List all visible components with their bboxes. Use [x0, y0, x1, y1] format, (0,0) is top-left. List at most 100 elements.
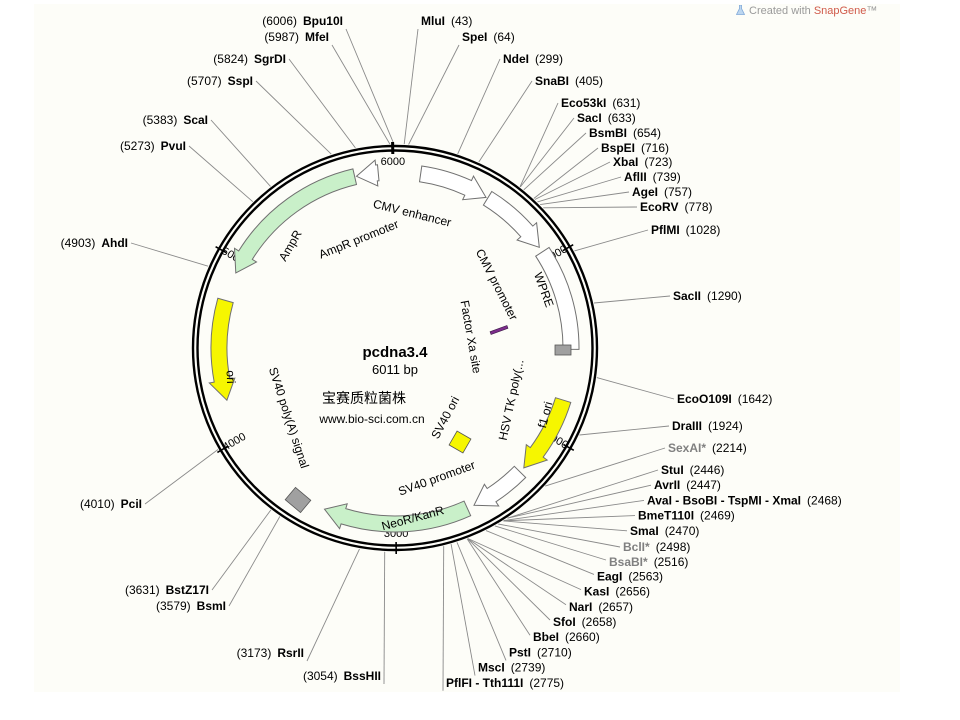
site-rsrii[interactable]: (3173)RsrII — [237, 646, 304, 660]
site-draiii[interactable]: DraIII(1924) — [672, 419, 743, 433]
site-bmet110i[interactable]: BmeT110I(2469) — [638, 509, 735, 523]
site-label[interactable]: (5707)SspI — [187, 74, 253, 88]
site-label[interactable]: (3054)BssHII — [303, 669, 381, 683]
site-saci[interactable]: SacI(633) — [577, 111, 636, 125]
feature-sv40-promoter[interactable] — [473, 465, 527, 507]
site-label[interactable]: (5383)ScaI — [143, 113, 208, 127]
site-pflmi[interactable]: PflMI(1028) — [651, 223, 720, 237]
site-label[interactable]: StuI(2446) — [661, 463, 724, 477]
site-mlui[interactable]: MluI(43) — [421, 14, 472, 28]
site-label[interactable]: SmaI(2470) — [630, 524, 699, 538]
feature-hsv-tk-poly[interactable] — [554, 344, 572, 356]
site-bstz17i[interactable]: (3631)BstZ17I — [125, 583, 209, 597]
site-stui[interactable]: StuI(2446) — [661, 463, 724, 477]
feature-cmv-promoter[interactable] — [482, 190, 540, 249]
site-label[interactable]: (5987)MfeI — [264, 30, 329, 44]
site-sgrdi[interactable]: (5824)SgrDI — [213, 52, 286, 66]
site-pflfi-tth111i[interactable]: PflFI - Tth111I(2775) — [446, 676, 564, 690]
site-sacii[interactable]: SacII(1290) — [673, 289, 742, 303]
site-label[interactable]: DraIII(1924) — [672, 419, 743, 433]
site-label[interactable]: SacII(1290) — [673, 289, 742, 303]
site-bsmi[interactable]: (3579)BsmI — [156, 599, 226, 613]
site-eagi[interactable]: EagI(2563) — [597, 569, 663, 583]
site-bcli[interactable]: BclI*(2498) — [623, 540, 690, 554]
site-sspi[interactable]: (5707)SspI — [187, 74, 253, 88]
site-bspei[interactable]: BspEI(716) — [601, 141, 669, 155]
site-label[interactable]: NarI(2657) — [569, 600, 633, 614]
feature-sv40-ori[interactable] — [448, 430, 472, 454]
site-ecoo109i[interactable]: EcoO109I(1642) — [677, 392, 772, 406]
site-eco53ki[interactable]: Eco53kI(631) — [561, 96, 640, 110]
site-bsshii[interactable]: (3054)BssHII — [303, 669, 381, 683]
feature-sv40-poly-a-signal[interactable] — [284, 486, 312, 514]
site-label[interactable]: EagI(2563) — [597, 569, 663, 583]
site-label[interactable]: SpeI(64) — [462, 30, 515, 44]
site-nari[interactable]: NarI(2657) — [569, 600, 633, 614]
site-pvui[interactable]: (5273)PvuI — [120, 139, 186, 153]
site-label[interactable]: BsaBI*(2516) — [609, 555, 688, 569]
site-label[interactable]: (3631)BstZ17I — [125, 583, 209, 597]
site-label[interactable]: SexAI*(2214) — [668, 441, 747, 455]
site-bbei[interactable]: BbeI(2660) — [533, 630, 600, 644]
feature-ampr-promoter[interactable] — [355, 159, 380, 187]
site-label[interactable]: (3173)RsrII — [237, 646, 304, 660]
site-label[interactable]: PflFI - Tth111I(2775) — [446, 676, 564, 690]
site-label[interactable]: XbaI(723) — [613, 155, 672, 169]
site-ahdi[interactable]: (4903)AhdI — [61, 236, 128, 250]
feature-f1-ori[interactable] — [523, 397, 572, 469]
site-label[interactable]: KasI(2656) — [584, 585, 650, 599]
site-label[interactable]: EcoRV(778) — [640, 200, 712, 214]
site-label[interactable]: MluI(43) — [421, 14, 472, 28]
site-label[interactable]: SacI(633) — [577, 111, 636, 125]
site-avrii[interactable]: AvrII(2447) — [654, 478, 721, 492]
site-sfoi[interactable]: SfoI(2658) — [553, 615, 616, 629]
site-label[interactable]: PflMI(1028) — [651, 223, 720, 237]
site-label[interactable]: PstI(2710) — [509, 645, 572, 659]
site-kasi[interactable]: KasI(2656) — [584, 585, 650, 599]
site-label[interactable]: BmeT110I(2469) — [638, 509, 735, 523]
site-label[interactable]: AflII(739) — [624, 170, 681, 184]
site-label[interactable]: SfoI(2658) — [553, 615, 616, 629]
site-mfei[interactable]: (5987)MfeI — [264, 30, 329, 44]
site-label[interactable]: (6006)Bpu10I — [262, 14, 343, 28]
feature-ampr[interactable] — [233, 168, 358, 274]
site-label[interactable]: (5824)SgrDI — [213, 52, 286, 66]
site-label[interactable]: EcoO109I(1642) — [677, 392, 772, 406]
site-smai[interactable]: SmaI(2470) — [630, 524, 699, 538]
site-xbai[interactable]: XbaI(723) — [613, 155, 672, 169]
site-scai[interactable]: (5383)ScaI — [143, 113, 208, 127]
site-label[interactable]: AgeI(757) — [632, 185, 692, 199]
site-msci[interactable]: MscI(2739) — [478, 661, 545, 675]
feature-neor-kanr[interactable] — [323, 500, 472, 533]
feature-cmv-enhancer[interactable] — [418, 165, 487, 201]
site-label[interactable]: BspEI(716) — [601, 141, 669, 155]
site-label[interactable]: AvaI - BsoBI - TspMI - XmaI(2468) — [647, 493, 842, 507]
site-agei[interactable]: AgeI(757) — [632, 185, 692, 199]
site-avai-bsobi-tspmi-xmai[interactable]: AvaI - BsoBI - TspMI - XmaI(2468) — [647, 493, 842, 507]
site-label[interactable]: AvrII(2447) — [654, 478, 721, 492]
site-label[interactable]: Eco53kI(631) — [561, 96, 640, 110]
site-label[interactable]: (3579)BsmI — [156, 599, 226, 613]
snapgene-credit[interactable]: Created with SnapGene™ — [736, 5, 877, 17]
site-bsmbi[interactable]: BsmBI(654) — [589, 126, 661, 140]
site-label[interactable]: (5273)PvuI — [120, 139, 186, 153]
feature-factor-xa-site[interactable] — [489, 325, 509, 335]
site-pcii[interactable]: (4010)PciI — [80, 497, 142, 511]
site-ecorv[interactable]: EcoRV(778) — [640, 200, 712, 214]
site-label[interactable]: BbeI(2660) — [533, 630, 600, 644]
site-label[interactable]: (4010)PciI — [80, 497, 142, 511]
site-spei[interactable]: SpeI(64) — [462, 30, 515, 44]
site-label[interactable]: BsmBI(654) — [589, 126, 661, 140]
site-label[interactable]: MscI(2739) — [478, 661, 545, 675]
site-bpu10i[interactable]: (6006)Bpu10I — [262, 14, 343, 28]
site-ndei[interactable]: NdeI(299) — [503, 52, 563, 66]
site-label[interactable]: SnaBI(405) — [535, 74, 603, 88]
site-sexai[interactable]: SexAI*(2214) — [668, 441, 747, 455]
site-label[interactable]: (4903)AhdI — [61, 236, 128, 250]
site-label[interactable]: NdeI(299) — [503, 52, 563, 66]
feature-ori[interactable] — [208, 297, 236, 402]
site-aflii[interactable]: AflII(739) — [624, 170, 681, 184]
site-snabi[interactable]: SnaBI(405) — [535, 74, 603, 88]
site-bsabi[interactable]: BsaBI*(2516) — [609, 555, 688, 569]
site-psti[interactable]: PstI(2710) — [509, 645, 572, 659]
